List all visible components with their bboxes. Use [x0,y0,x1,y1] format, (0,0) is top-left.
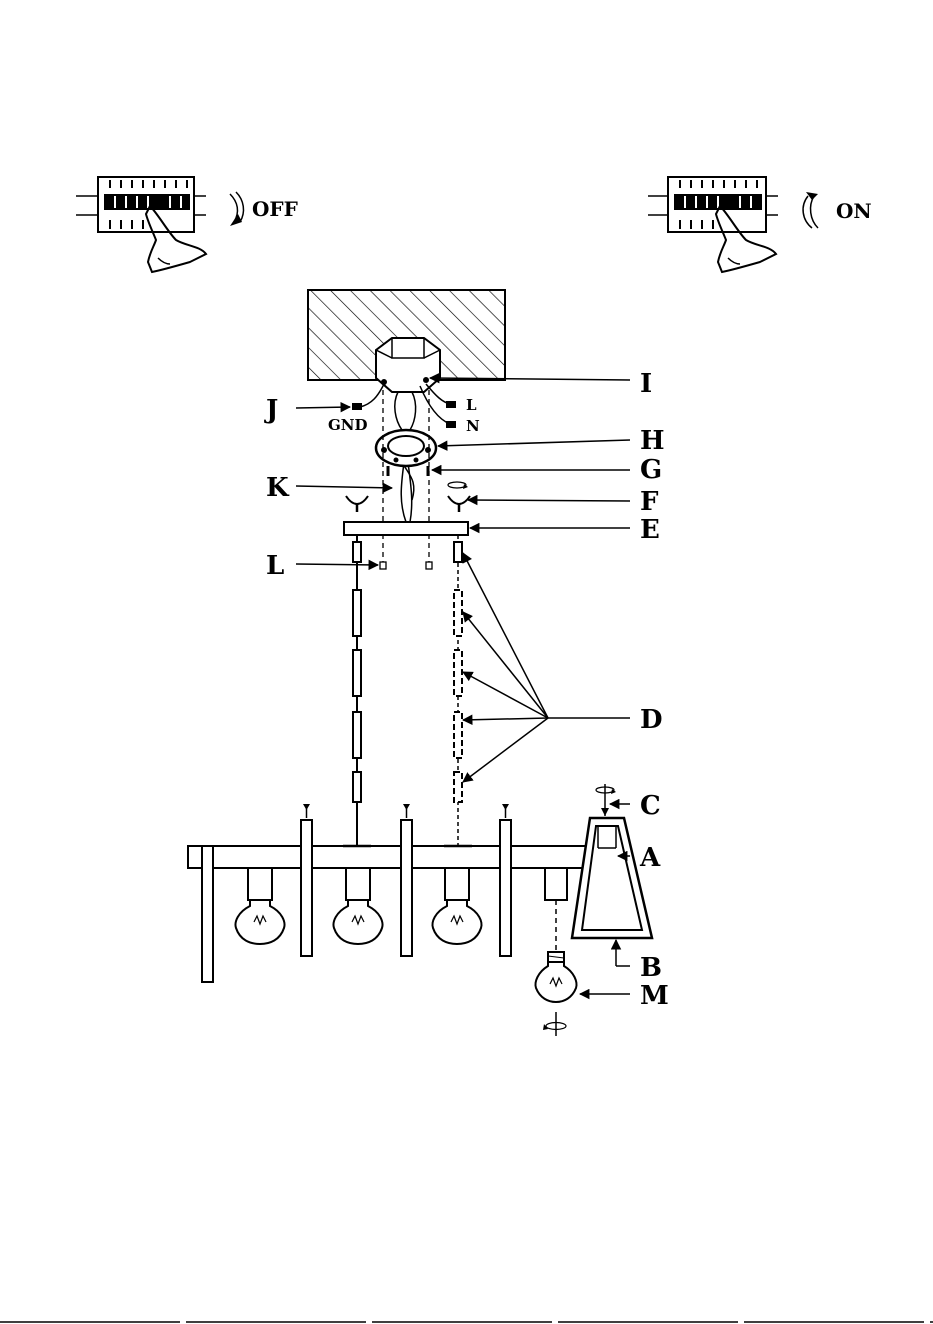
part-label-l: L [266,551,284,581]
neutral-label: N [466,417,480,435]
decor-post-3 [500,804,511,956]
canopy-plate [344,522,468,535]
part-label-b: B [640,953,662,983]
gnd-connector [352,403,362,410]
part-label-j: J [264,395,278,425]
decor-post-2 [401,804,412,956]
part-label-d: D [640,705,663,735]
part-label-a: A [639,843,661,873]
part-label-c: C [640,791,661,821]
neutral-connector [446,421,456,428]
alignment-lines [383,390,429,565]
lamp-shade [572,818,652,938]
screw-left [380,562,386,569]
lamp-holder-4 [545,868,567,952]
bulb-2 [334,868,383,944]
decor-post-1 [301,804,312,956]
beam-end-post [202,846,213,982]
on-label: ON [836,199,872,223]
screw-right [426,562,432,569]
part-label-k: K [266,473,290,503]
main-beam [188,846,596,868]
part-label-i: I [640,369,652,399]
breaker-switch-on-icon [648,177,818,272]
loose-bulb [536,952,577,1036]
part-label-g: G [640,455,662,485]
live-label: L [466,396,477,414]
suspension-rod-left [353,535,361,846]
gnd-label: GND [328,416,368,434]
wing-nut-left-icon [346,496,368,512]
bulb-1 [236,868,285,944]
suspension-rod-right [454,535,462,846]
part-label-m: M [640,981,669,1011]
breaker-switch-off-icon [76,177,243,272]
live-connector [446,401,456,408]
part-label-h: H [640,426,665,456]
shade-screw-icon [596,784,616,816]
part-label-e: E [640,515,660,545]
junction-box [376,338,440,392]
wing-nut-right-icon [448,482,470,512]
bulb-3 [433,868,482,944]
off-label: OFF [252,197,298,221]
part-label-f: F [640,487,659,517]
